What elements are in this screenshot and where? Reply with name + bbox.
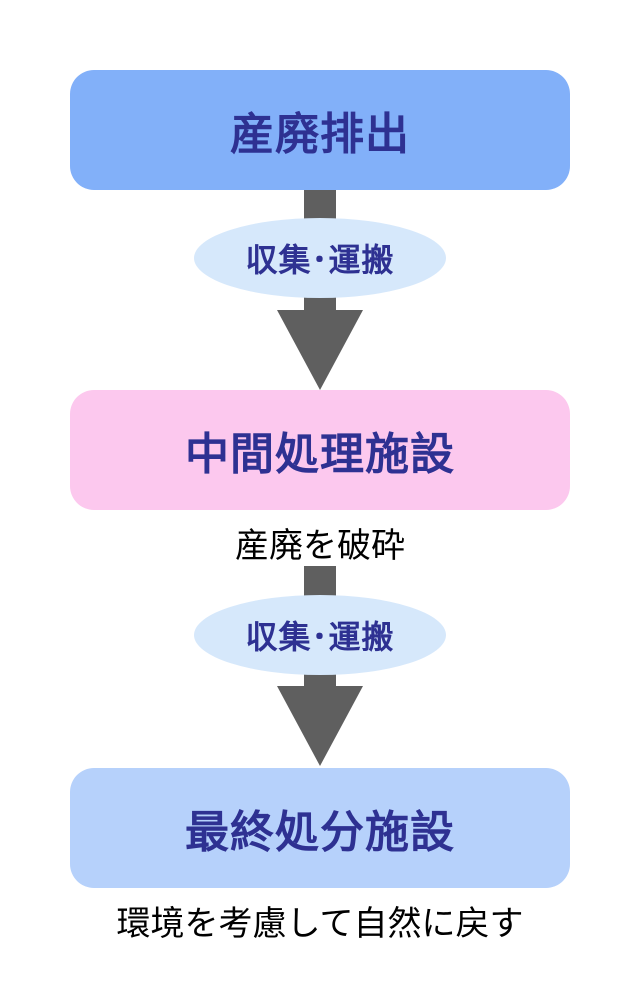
step-label: 産廃排出 [230,109,410,160]
step-box-waste-discharge: 産廃排出 [70,70,570,190]
step-box-final-disposal: 最終処分施設 [70,768,570,888]
transport-label: 収集･運搬 [245,618,395,656]
transport-label: 収集･運搬 [245,241,395,279]
transport-ellipse: 収集･運搬 [194,595,446,675]
transport-ellipse: 収集･運搬 [194,218,446,298]
step-box-intermediate-treatment: 中間処理施設 [70,390,570,510]
step-label: 最終処分施設 [185,807,455,858]
step-label: 中間処理施設 [185,429,455,480]
step-caption: 環境を考慮して自然に戻す [116,904,524,944]
step-caption: 産廃を破砕 [235,526,405,566]
